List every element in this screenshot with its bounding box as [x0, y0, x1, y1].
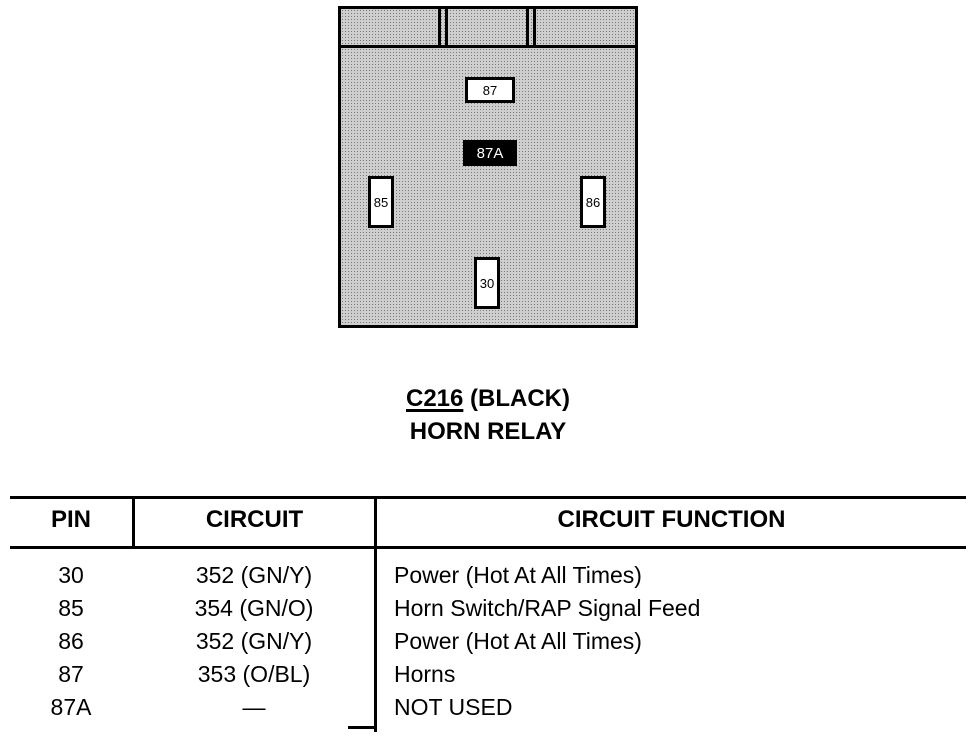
table-divider — [132, 496, 135, 548]
pin-cell: 87 — [58, 661, 84, 687]
circuit-cell: — — [242, 694, 266, 720]
table-divider — [374, 496, 377, 732]
circuit-cell: 353 (O/BL) — [197, 661, 311, 687]
cavity-87: 87 — [465, 77, 515, 103]
cavity-label: 30 — [479, 275, 495, 291]
cavity-30: 30 — [474, 257, 500, 309]
cavity-label: 87 — [482, 82, 498, 98]
pin-cell: 87A — [50, 694, 92, 720]
table-header-rule — [10, 546, 966, 549]
pin-cell: 30 — [58, 562, 84, 588]
pin-cell: 86 — [58, 628, 84, 654]
header-pin: PIN — [50, 506, 91, 533]
cavity-86: 86 — [580, 176, 606, 228]
table-row: 85 354 (GN/O) Horn Switch/RAP Signal Fee… — [10, 595, 966, 627]
cavity-85: 85 — [368, 176, 394, 228]
circuit-cell: 352 (GN/Y) — [195, 562, 313, 588]
latch-key-right — [526, 9, 536, 45]
header-circuit-function: CIRCUIT FUNCTION — [557, 506, 786, 533]
connector-caption: C216 (BLACK) — [0, 385, 976, 413]
function-cell: Power (Hot At All Times) — [394, 562, 642, 588]
connector-color: (BLACK) — [470, 385, 571, 412]
cavity-label: 85 — [373, 194, 389, 210]
table-row: 30 352 (GN/Y) Power (Hot At All Times) — [10, 562, 966, 594]
table-top-rule — [10, 496, 966, 499]
latch-key-left — [438, 9, 448, 45]
pin-table: PIN CIRCUIT CIRCUIT FUNCTION 30 352 (GN/… — [10, 496, 966, 732]
cavity-label: 86 — [585, 194, 601, 210]
circuit-cell: 352 (GN/Y) — [195, 628, 313, 654]
connector-latch-strip — [341, 9, 635, 48]
table-corner-rule — [348, 726, 376, 729]
connector-face: 87 87A 85 86 30 — [338, 6, 638, 328]
function-cell: Power (Hot At All Times) — [394, 628, 642, 654]
cavity-label: 87A — [476, 144, 504, 162]
table-row: 87A — NOT USED — [10, 694, 966, 726]
function-cell: NOT USED — [394, 694, 513, 720]
circuit-cell: 354 (GN/O) — [194, 595, 314, 621]
component-name: HORN RELAY — [409, 418, 567, 445]
function-cell: Horn Switch/RAP Signal Feed — [394, 595, 701, 621]
table-row: 87 353 (O/BL) Horns — [10, 661, 966, 693]
header-circuit: CIRCUIT — [205, 506, 304, 533]
connector-id: C216 — [405, 385, 464, 412]
table-row: 86 352 (GN/Y) Power (Hot At All Times) — [10, 628, 966, 660]
cavity-87a: 87A — [463, 140, 517, 166]
function-cell: Horns — [394, 661, 456, 687]
pin-cell: 85 — [58, 595, 84, 621]
